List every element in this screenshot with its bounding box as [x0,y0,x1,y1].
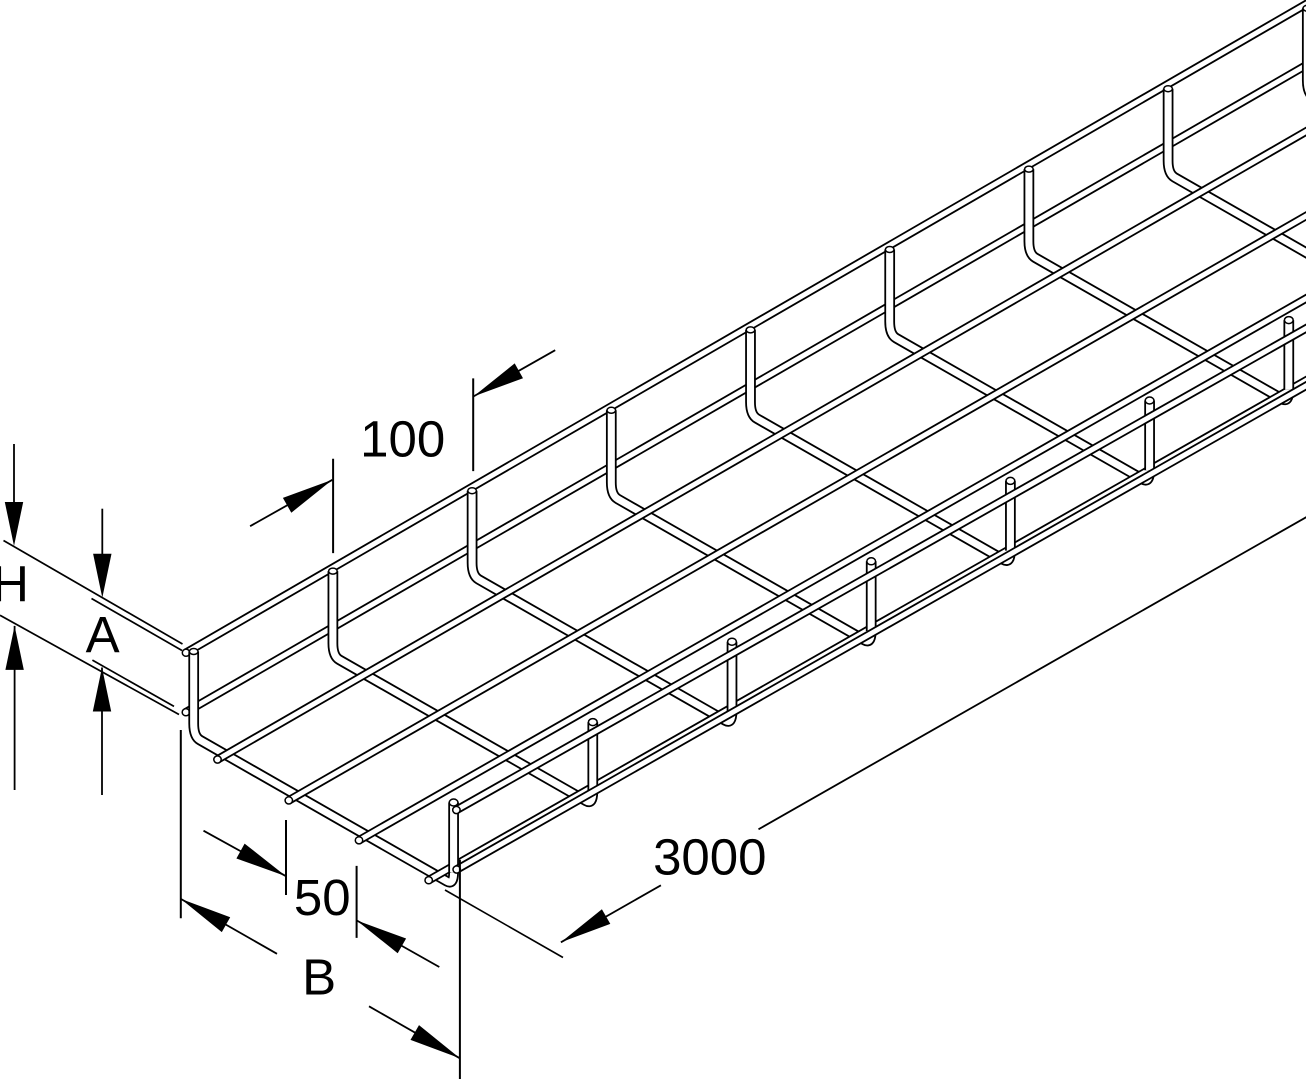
svg-text:H: H [0,555,29,612]
svg-text:B: B [302,949,336,1006]
svg-text:50: 50 [294,869,351,926]
svg-text:100: 100 [360,410,445,467]
svg-text:A: A [86,606,120,663]
svg-text:3000: 3000 [653,829,766,886]
